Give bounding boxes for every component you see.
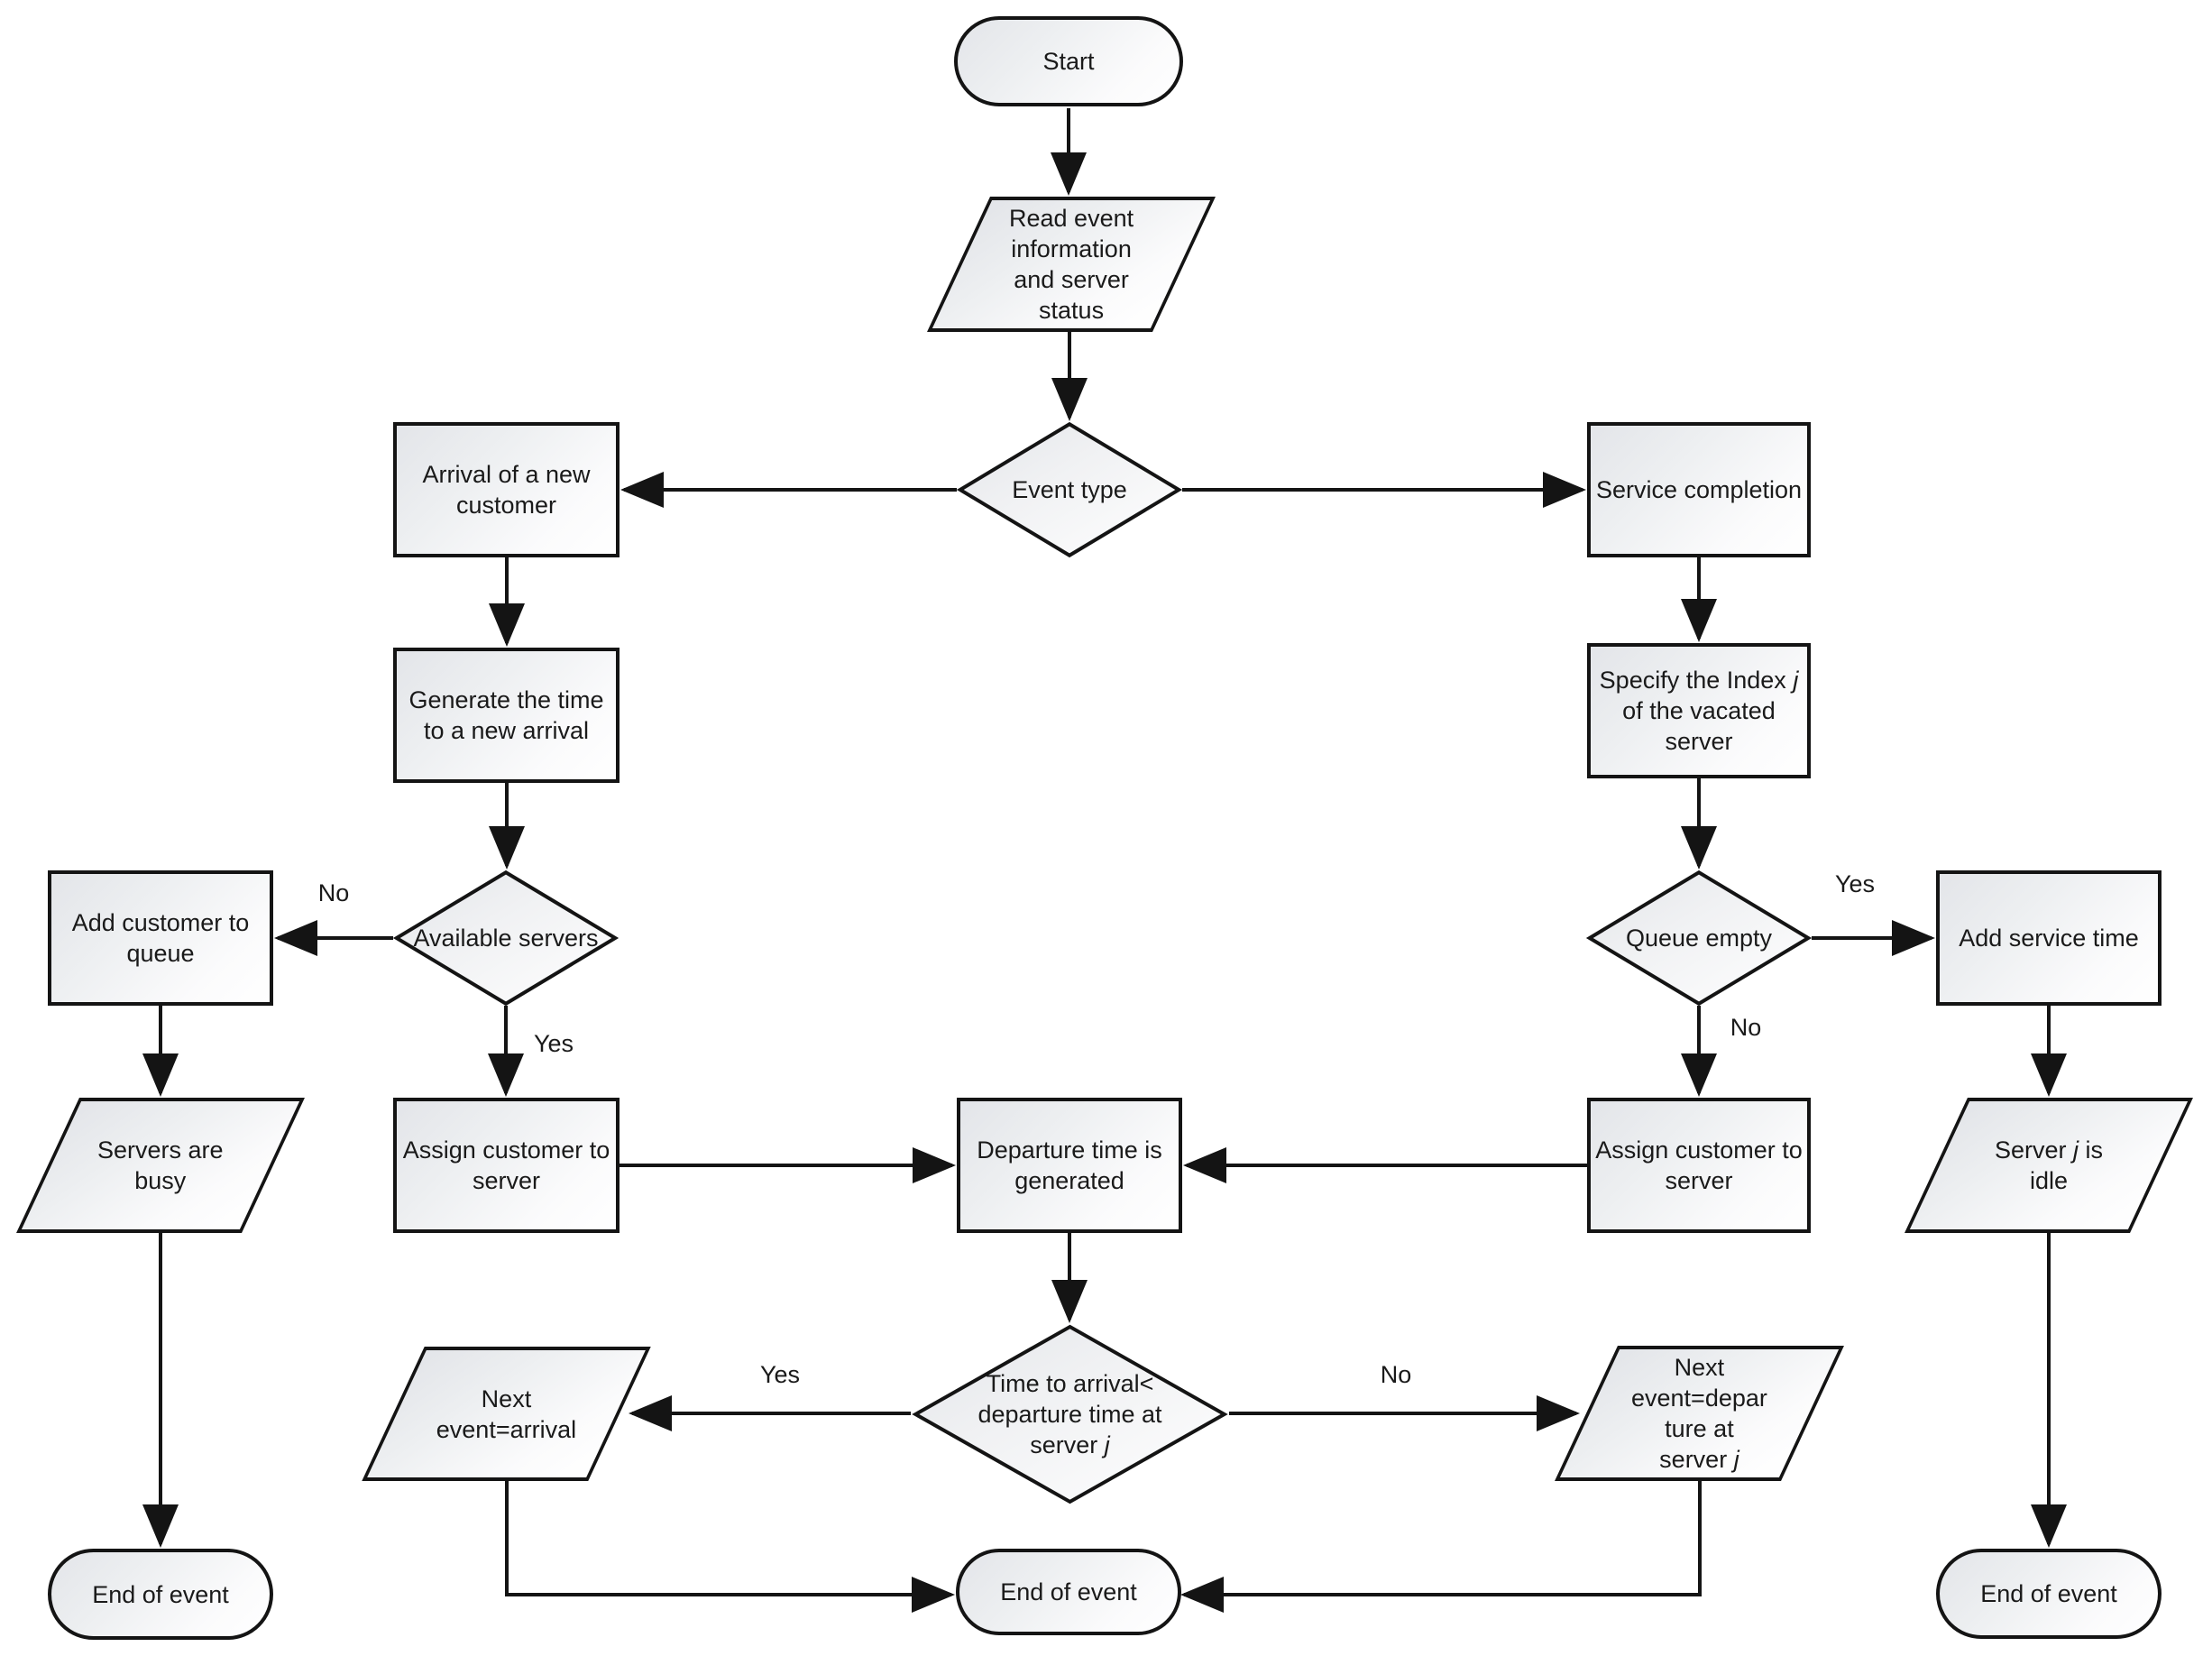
edge-label-yes-queue: Yes (1834, 870, 1876, 897)
node-label: Server j is idle (1994, 1136, 2104, 1194)
edge-nextarrival-endcenter (505, 1481, 955, 1613)
node-label: Read event information and server status (1008, 205, 1134, 324)
process-add-service-time: Add service time (1936, 870, 2162, 1006)
process-departure-time-generated: Departure time is generated (957, 1098, 1182, 1233)
node-label: Time to arrival< departure time at serve… (978, 1370, 1162, 1458)
edge-nextdeparture-endcenter (1180, 1481, 1702, 1613)
node-label: Start (1042, 48, 1095, 75)
node-label: Assign customer to server (1595, 1136, 1803, 1194)
edge-label-no-timecompare: No (1380, 1361, 1412, 1388)
diamond-shape (957, 422, 1182, 557)
process-specify-index-vacated-server: Specify the Index j of the vacated serve… (1587, 643, 1811, 778)
node-label: Add customer to queue (71, 909, 250, 967)
diamond-shape (911, 1324, 1229, 1504)
edge-label-no-queue: No (1730, 1014, 1762, 1041)
terminator-end-center: End of event (956, 1549, 1181, 1635)
process-add-customer-to-queue: Add customer to queue (48, 870, 273, 1006)
terminator-end-left: End of event (48, 1549, 273, 1640)
diamond-shape (393, 870, 619, 1006)
process-assign-customer-left: Assign customer to server (393, 1098, 620, 1233)
process-arrival-of-new-customer: Arrival of a new customer (393, 422, 620, 557)
node-label: Add service time (1959, 925, 2139, 952)
node-label: End of event (92, 1580, 229, 1608)
diamond-shape (1586, 870, 1812, 1006)
node-label: End of event (1000, 1578, 1137, 1605)
decision-event-type: Event type (957, 422, 1182, 557)
process-service-completion: Service completion (1587, 422, 1811, 557)
edge-label-yes-timecompare: Yes (759, 1361, 801, 1388)
process-generate-time-new-arrival: Generate the time to a new arrival (393, 648, 620, 783)
node-label: Next event=arrival (436, 1385, 577, 1443)
node-label: Assign customer to server (402, 1136, 610, 1194)
node-label: Departure time is generated (977, 1136, 1162, 1194)
terminator-start: Start (954, 16, 1183, 106)
decision-queue-empty: Queue empty (1586, 870, 1812, 1006)
edge-label-yes-available: Yes (533, 1030, 574, 1057)
decision-available-servers: Available servers (393, 870, 619, 1006)
node-label: End of event (1980, 1580, 2117, 1607)
node-label: Service completion (1595, 476, 1803, 503)
decision-time-to-arrival: Time to arrival< departure time at serve… (911, 1324, 1229, 1504)
node-label: Available servers (413, 925, 599, 952)
process-assign-customer-right: Assign customer to server (1587, 1098, 1811, 1233)
terminator-end-right: End of event (1936, 1549, 2162, 1639)
node-label: Generate the time to a new arrival (408, 686, 604, 744)
node-label: Servers are busy (97, 1136, 224, 1194)
node-label: Next event=depar ture at server j (1631, 1354, 1767, 1473)
node-label: Specify the Index j of the vacated serve… (1599, 667, 1799, 755)
node-label: Arrival of a new customer (422, 461, 591, 519)
node-label: Queue empty (1625, 925, 1773, 952)
edge-label-no-available: No (317, 879, 350, 906)
node-label: Event type (1012, 476, 1127, 503)
